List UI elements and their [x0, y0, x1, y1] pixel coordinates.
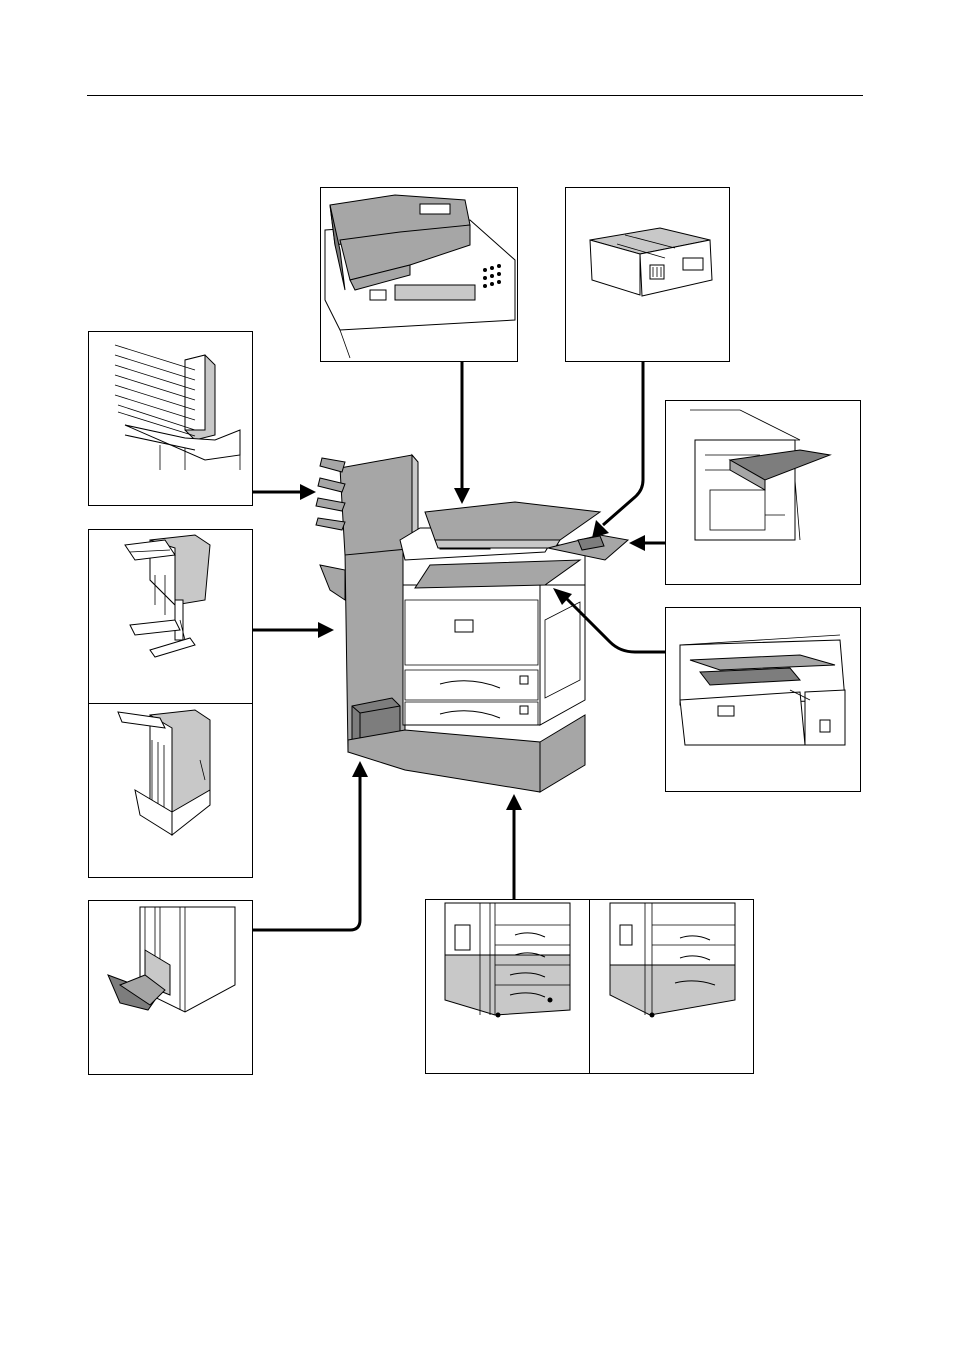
key-counter-icon	[589, 227, 713, 297]
mailbox-sorter-icon	[114, 344, 241, 470]
paper-feeder-panel	[425, 899, 754, 1074]
large-capacity-feeder-icon	[609, 902, 736, 1018]
key-counter-panel	[565, 187, 730, 362]
job-separator-panel	[665, 400, 861, 585]
job-separator-icon	[690, 409, 832, 541]
document-finisher-icon	[679, 634, 846, 746]
connector-arrows	[252, 362, 665, 932]
paper-feeder-icon	[444, 902, 571, 1018]
main-copier	[315, 453, 630, 793]
folding-unit-panel	[88, 900, 253, 1075]
mailbox-sorter-panel	[88, 331, 253, 506]
folding-unit-icon	[107, 906, 236, 1013]
center-finisher-icon	[117, 709, 211, 837]
finisher-tray-icon	[124, 534, 211, 658]
finisher-tray-panel	[88, 529, 253, 704]
center-finisher-panel	[88, 703, 253, 878]
header-rule	[87, 95, 863, 96]
document-processor-icon	[324, 194, 516, 359]
document-processor-panel	[320, 187, 518, 362]
inner-finisher-panel	[665, 607, 861, 792]
